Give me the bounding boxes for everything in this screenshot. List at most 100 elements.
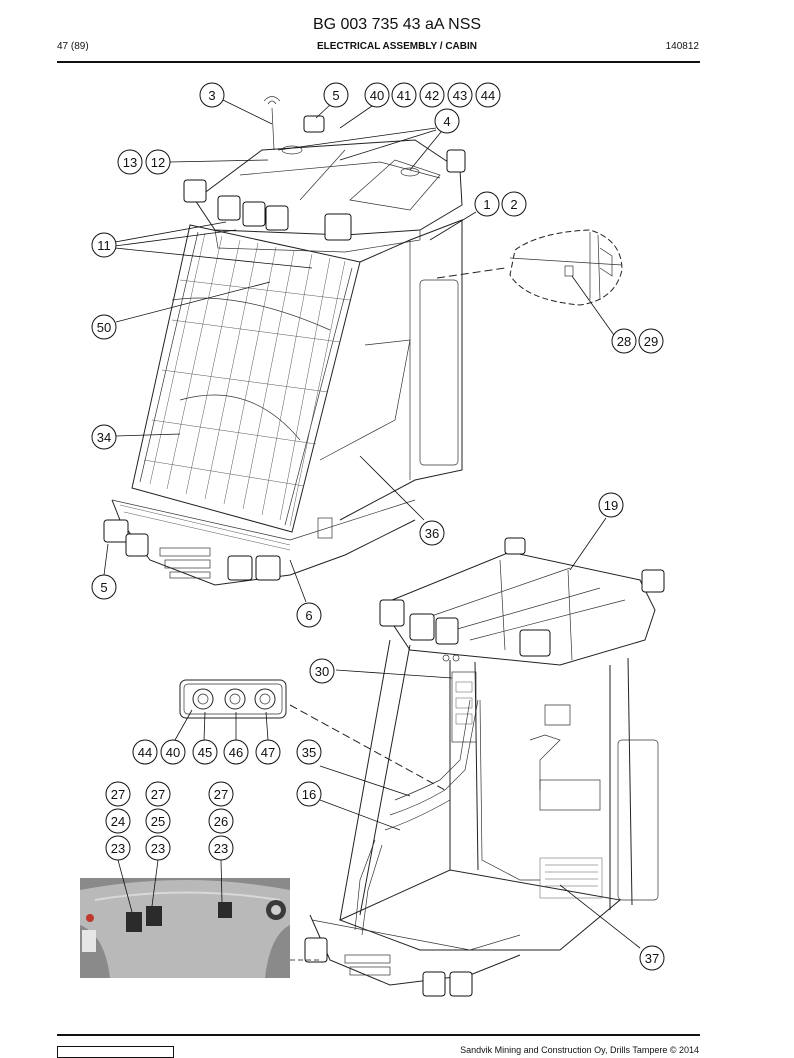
cabin-upper-illustration: [103, 96, 623, 586]
callout-label: 27: [214, 787, 228, 802]
page-number: 47 (89): [57, 41, 89, 52]
callout-43: 43: [447, 82, 473, 108]
callout-circle: [145, 835, 171, 861]
callout-28: 28: [611, 328, 637, 354]
callout-label: 19: [604, 498, 618, 513]
callout-27: 27: [145, 781, 171, 807]
sandvik-logo: [57, 1046, 174, 1058]
callout-label: 27: [111, 787, 125, 802]
callout-5: 5: [323, 82, 349, 108]
callout-16: 16: [296, 781, 322, 807]
callout-label: 13: [123, 155, 137, 170]
callout-circle: [91, 232, 117, 258]
callout-23: 23: [145, 835, 171, 861]
callout-circle: [91, 574, 117, 600]
callout-label: 23: [111, 841, 125, 856]
callout-41: 41: [391, 82, 417, 108]
callout-2: 2: [501, 191, 527, 217]
callout-circle: [105, 808, 131, 834]
callout-circle: [208, 808, 234, 834]
callout-circle: [223, 739, 249, 765]
callout-1: 1: [474, 191, 500, 217]
callout-23: 23: [208, 835, 234, 861]
callout-26: 26: [208, 808, 234, 834]
callout-25: 25: [145, 808, 171, 834]
callout-label: 40: [166, 745, 180, 760]
callout-label: 5: [100, 580, 107, 595]
callout-19: 19: [598, 492, 624, 518]
callout-45: 45: [192, 739, 218, 765]
callout-label: 6: [305, 608, 312, 623]
document-title: BG 003 735 43 aA NSS: [312, 16, 482, 33]
callout-circle: [639, 945, 665, 971]
callout-label: 30: [315, 664, 329, 679]
callout-circle: [105, 835, 131, 861]
callout-circle: [434, 108, 460, 134]
callout-27: 27: [105, 781, 131, 807]
callout-label: 16: [302, 787, 316, 802]
callout-label: 25: [151, 814, 165, 829]
callout-27: 27: [208, 781, 234, 807]
callout-label: 12: [151, 155, 165, 170]
callout-circle: [323, 82, 349, 108]
section-title: ELECTRICAL ASSEMBLY / CABIN: [316, 41, 478, 52]
callout-circle: [296, 781, 322, 807]
callout-circle: [91, 314, 117, 340]
callout-circle: [296, 602, 322, 628]
footer-rule: [57, 1034, 700, 1036]
callout-circle: [160, 739, 186, 765]
callout-label: 28: [617, 334, 631, 349]
callout-label: 41: [397, 88, 411, 103]
callout-circle: [199, 82, 225, 108]
callout-circle: [419, 520, 445, 546]
document-number: 140812: [665, 41, 699, 52]
callout-4: 4: [434, 108, 460, 134]
callout-circle: [117, 149, 143, 175]
callout-label: 35: [302, 745, 316, 760]
callout-50: 50: [91, 314, 117, 340]
callout-circle: [309, 658, 335, 684]
callout-label: 23: [214, 841, 228, 856]
callout-13: 13: [117, 149, 143, 175]
callout-3: 3: [199, 82, 225, 108]
callout-circle: [611, 328, 637, 354]
callout-circle: [296, 739, 322, 765]
callout-label: 47: [261, 745, 275, 760]
callout-42: 42: [419, 82, 445, 108]
callout-circle: [419, 82, 445, 108]
footer-copyright: Sandvik Mining and Construction Oy, Dril…: [460, 1045, 699, 1055]
callout-label: 1: [483, 197, 490, 212]
callout-label: 29: [644, 334, 658, 349]
callout-label: 5: [332, 88, 339, 103]
callout-label: 2: [510, 197, 517, 212]
callout-label: 40: [370, 88, 384, 103]
callout-circle: [91, 424, 117, 450]
callout-circle: [501, 191, 527, 217]
callout-label: 3: [208, 88, 215, 103]
callout-label: 24: [111, 814, 125, 829]
callout-circle: [145, 149, 171, 175]
callout-label: 4: [443, 114, 450, 129]
callout-label: 50: [97, 320, 111, 335]
callout-circle: [132, 739, 158, 765]
callout-circle: [105, 781, 131, 807]
callout-44: 44: [475, 82, 501, 108]
callout-label: 44: [138, 745, 152, 760]
cabin-lower-illustration: [80, 537, 665, 997]
callout-circle: [598, 492, 624, 518]
callout-circle: [255, 739, 281, 765]
callout-label: 11: [97, 238, 111, 253]
callout-label: 36: [425, 526, 439, 541]
callout-label: 43: [453, 88, 467, 103]
callout-46: 46: [223, 739, 249, 765]
callout-circle: [145, 808, 171, 834]
callout-label: 46: [229, 745, 243, 760]
callout-circle: [364, 82, 390, 108]
callout-35: 35: [296, 739, 322, 765]
callout-label: 42: [425, 88, 439, 103]
callout-circle: [475, 82, 501, 108]
callout-44: 44: [132, 739, 158, 765]
callout-circle: [638, 328, 664, 354]
